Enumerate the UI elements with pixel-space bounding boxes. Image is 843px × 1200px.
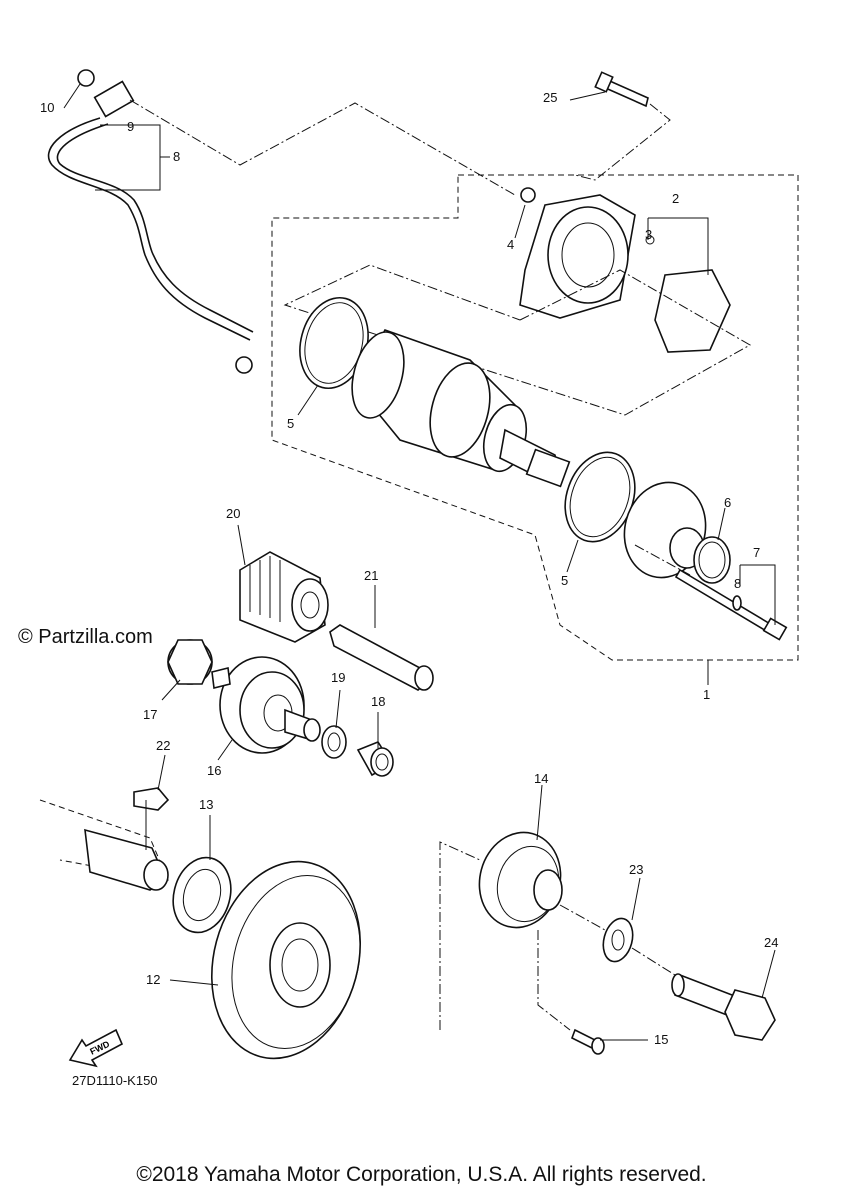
leader-lines <box>63 83 776 1041</box>
callout-4: 4 <box>507 237 515 252</box>
screw-15 <box>570 1028 605 1055</box>
callout-10: 9 <box>127 119 135 134</box>
washer-13 <box>172 856 232 934</box>
front-cover <box>519 187 655 319</box>
one-way-clutch <box>439 831 571 1031</box>
callout-5b: 5 <box>561 573 569 588</box>
starter-motor-group-box <box>271 174 799 661</box>
brush-holder <box>283 264 752 416</box>
diagram-code: 27D1110-K150 <box>72 1073 158 1088</box>
shaft <box>329 624 434 691</box>
callout-6: 6 <box>724 495 732 510</box>
callout-18: 18 <box>371 694 386 709</box>
callout-23: 23 <box>629 862 644 877</box>
through-bolt <box>634 544 788 641</box>
callout-22: 22 <box>156 738 171 753</box>
callout-11: 10 <box>40 100 55 115</box>
bolt-24 <box>671 973 776 1041</box>
needle-bearing <box>356 741 394 777</box>
callout-3: 3 <box>645 227 653 242</box>
callout-24: 24 <box>764 935 779 950</box>
callout-1: 1 <box>703 687 711 702</box>
ring-gear <box>210 860 362 1060</box>
motor-yoke <box>351 329 571 488</box>
callout-20: 20 <box>226 506 241 521</box>
bearing <box>167 639 213 685</box>
callout-12: 12 <box>146 972 161 987</box>
callout-14: 14 <box>534 771 549 786</box>
watermark-text: © Partzilla.com <box>18 626 153 648</box>
callout-9: 8 <box>173 149 181 164</box>
callout-5a: 5 <box>287 416 295 431</box>
washer-23 <box>602 917 634 963</box>
fwd-arrow-icon: FWD <box>68 1028 124 1068</box>
callout-13: 13 <box>199 797 214 812</box>
rear-cover <box>623 481 731 584</box>
starter-clutch-gear <box>239 551 329 643</box>
crankshaft <box>39 799 169 891</box>
washer-19 <box>321 725 347 759</box>
callout-7: 7 <box>753 545 761 560</box>
callout-15: 15 <box>654 1032 669 1047</box>
callout-21: 21 <box>364 568 379 583</box>
bolt-25 <box>574 71 671 181</box>
callout-25: 25 <box>543 90 558 105</box>
callout-8: 8 <box>734 576 742 591</box>
idle-gear <box>211 656 321 754</box>
callout-19: 19 <box>331 670 346 685</box>
callout-16: 16 <box>207 763 222 778</box>
callout-2: 2 <box>672 191 680 206</box>
callout-17: 17 <box>143 707 158 722</box>
woodruff-key <box>133 787 170 811</box>
starter-cable <box>47 69 516 374</box>
copyright-text: ©2018 Yamaha Motor Corporation, U.S.A. A… <box>136 1163 707 1186</box>
